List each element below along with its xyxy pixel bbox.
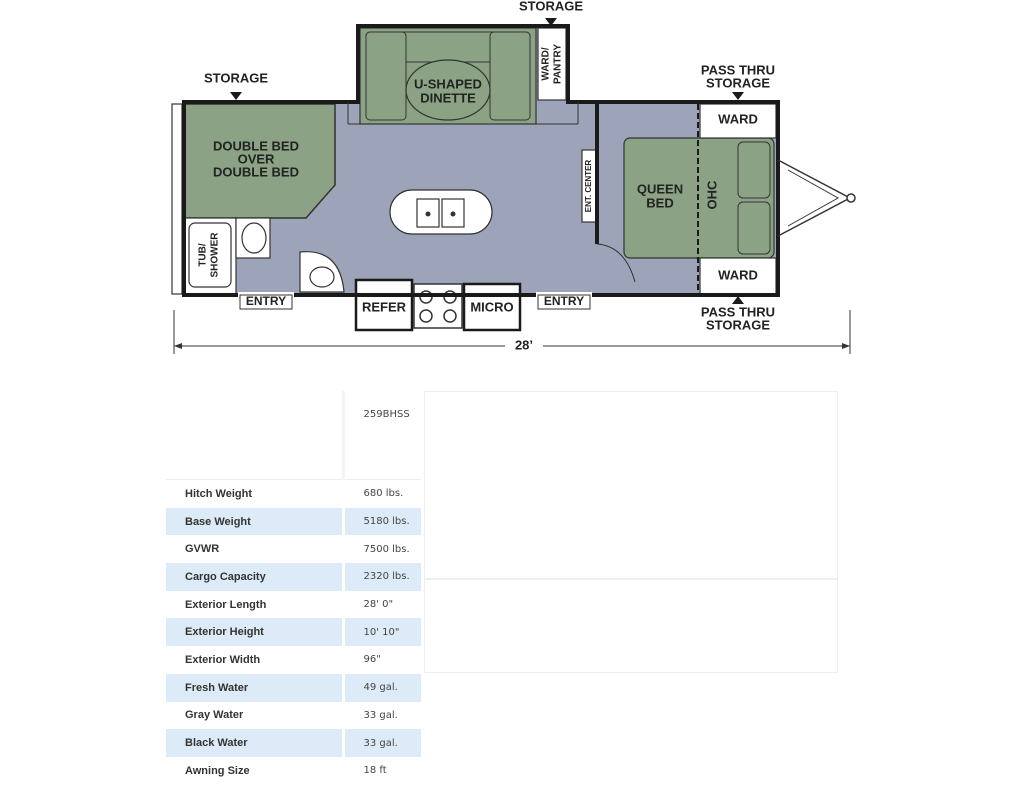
- ward-top-label: WARD: [718, 111, 758, 126]
- double-bed-label-3: DOUBLE BED: [213, 164, 299, 179]
- table-row: Exterior Length 28' 0": [166, 590, 424, 619]
- pass-thru-top-label-1: PASS THRU: [701, 62, 775, 77]
- storage-top-arrow: [545, 18, 557, 26]
- bedroom-door-swing: [596, 243, 636, 283]
- refer-box: [354, 278, 414, 332]
- spec-label: Awning Size: [166, 756, 345, 785]
- storage-left-label: STORAGE: [204, 70, 268, 85]
- spec-label: Hitch Weight: [166, 479, 345, 508]
- burner-3: [419, 309, 433, 323]
- hitch-frame-inner: [787, 169, 840, 227]
- burner-4: [443, 309, 457, 323]
- pass-thru-bottom-label-2: STORAGE: [706, 317, 770, 332]
- storage-left-arrow: [230, 92, 242, 100]
- spec-value: 28' 0": [343, 590, 424, 619]
- dinette-bench-right: [489, 31, 531, 121]
- table-row: Awning Size 18 ft: [166, 756, 424, 785]
- refer-label: REFER: [362, 299, 407, 314]
- spec-value: 5180 lbs.: [343, 507, 424, 536]
- spec-label: Gray Water: [166, 701, 345, 730]
- tub-shower: [188, 222, 232, 288]
- entry-right-box: [537, 294, 591, 310]
- spec-value: 18 ft: [343, 756, 424, 785]
- dinette-label-1: U-SHAPED: [414, 76, 482, 91]
- spec-label: GVWR: [166, 535, 345, 564]
- ent-center-label: ENT. CENTER: [584, 160, 593, 213]
- table-row: Exterior Width 96": [166, 646, 424, 674]
- ohc-label: OHC: [704, 180, 719, 210]
- spec-value: 49 gal.: [343, 673, 424, 702]
- spec-value: 10' 10": [343, 618, 424, 647]
- ward-pantry-label-1: WARD/: [541, 47, 552, 81]
- table-row: Black Water 33 gal.: [166, 729, 424, 757]
- floorplan-diagram: STORAGE STORAGE PASS THRU STORAGE PASS T…: [171, 0, 856, 354]
- sink-right-drain: [450, 211, 456, 217]
- dinette-table: [405, 59, 491, 121]
- micro-box: [462, 282, 522, 332]
- queen-bed-label-2: BED: [646, 195, 673, 210]
- pass-thru-top-arrow: [732, 92, 744, 100]
- table-row: Cargo Capacity 2320 lbs.: [166, 563, 424, 591]
- spec-label: Fresh Water: [166, 673, 345, 702]
- spec-value: 680 lbs.: [343, 479, 424, 508]
- spec-label: Base Weight: [166, 507, 345, 536]
- entry-left-label: ENTRY: [246, 294, 286, 308]
- image-panel-top: [424, 391, 838, 579]
- toilet: [309, 266, 335, 288]
- spec-value: 33 gal.: [343, 729, 424, 757]
- micro-label: MICRO: [470, 299, 513, 314]
- dinette-bench-left: [365, 31, 407, 121]
- spec-value: 96": [343, 646, 424, 674]
- spec-value: 2320 lbs.: [343, 563, 424, 591]
- pass-thru-top-label-2: STORAGE: [706, 75, 770, 90]
- entry-left-box: [239, 294, 293, 310]
- ward-bottom-label: WARD: [718, 267, 758, 282]
- kitchen-island: [389, 189, 493, 235]
- spec-value: 7500 lbs.: [343, 535, 424, 564]
- spec-label: Exterior Width: [166, 646, 345, 674]
- table-row: Exterior Height 10' 10": [166, 618, 424, 647]
- dimension-arrow-left: [174, 343, 182, 349]
- dimension-arrow-right: [842, 343, 850, 349]
- tub-shower-label-1: TUB/: [198, 243, 209, 267]
- spec-header-row: 259BHSS: [166, 391, 424, 480]
- table-row: Gray Water 33 gal.: [166, 701, 424, 730]
- queen-bed-label-1: QUEEN: [637, 181, 683, 196]
- dinette-label-2: DINETTE: [420, 90, 476, 105]
- spec-label: Cargo Capacity: [166, 563, 345, 591]
- tub-shower-label-2: SHOWER: [210, 232, 221, 278]
- bath-sink: [241, 222, 267, 254]
- spec-table: 259BHSS Hitch Weight 680 lbs. Base Weigh…: [166, 391, 424, 785]
- pass-thru-bottom-label-1: PASS THRU: [701, 304, 775, 319]
- pillow-bottom: [737, 201, 771, 255]
- spec-label: Black Water: [166, 729, 345, 757]
- sink-left-drain: [425, 211, 431, 217]
- ward-pantry-label-2: PANTRY: [553, 44, 564, 84]
- double-bed-label-1: DOUBLE BED: [213, 138, 299, 153]
- model-name: 259BHSS: [343, 391, 424, 480]
- pillow-top: [737, 141, 771, 199]
- hitch-frame: [777, 159, 852, 237]
- exterior-walls: [182, 24, 780, 297]
- length-label: 28’: [515, 337, 533, 352]
- image-panel-bottom: [424, 579, 838, 673]
- spec-label: Exterior Height: [166, 618, 345, 647]
- entry-right-label: ENTRY: [544, 294, 584, 308]
- spec-header-blank: [166, 391, 345, 480]
- stove-box: [413, 283, 463, 329]
- table-row: GVWR 7500 lbs.: [166, 535, 424, 564]
- table-row: Base Weight 5180 lbs.: [166, 507, 424, 536]
- rear-bumper: [171, 103, 183, 295]
- storage-top-label: STORAGE: [519, 0, 583, 13]
- double-bed-label-2: OVER: [238, 151, 275, 166]
- spec-label: Exterior Length: [166, 590, 345, 619]
- spec-value: 33 gal.: [343, 701, 424, 730]
- hitch-coupler: [846, 193, 856, 203]
- table-row: Fresh Water 49 gal.: [166, 673, 424, 702]
- pass-thru-bottom-arrow: [732, 296, 744, 304]
- table-row: Hitch Weight 680 lbs.: [166, 479, 424, 508]
